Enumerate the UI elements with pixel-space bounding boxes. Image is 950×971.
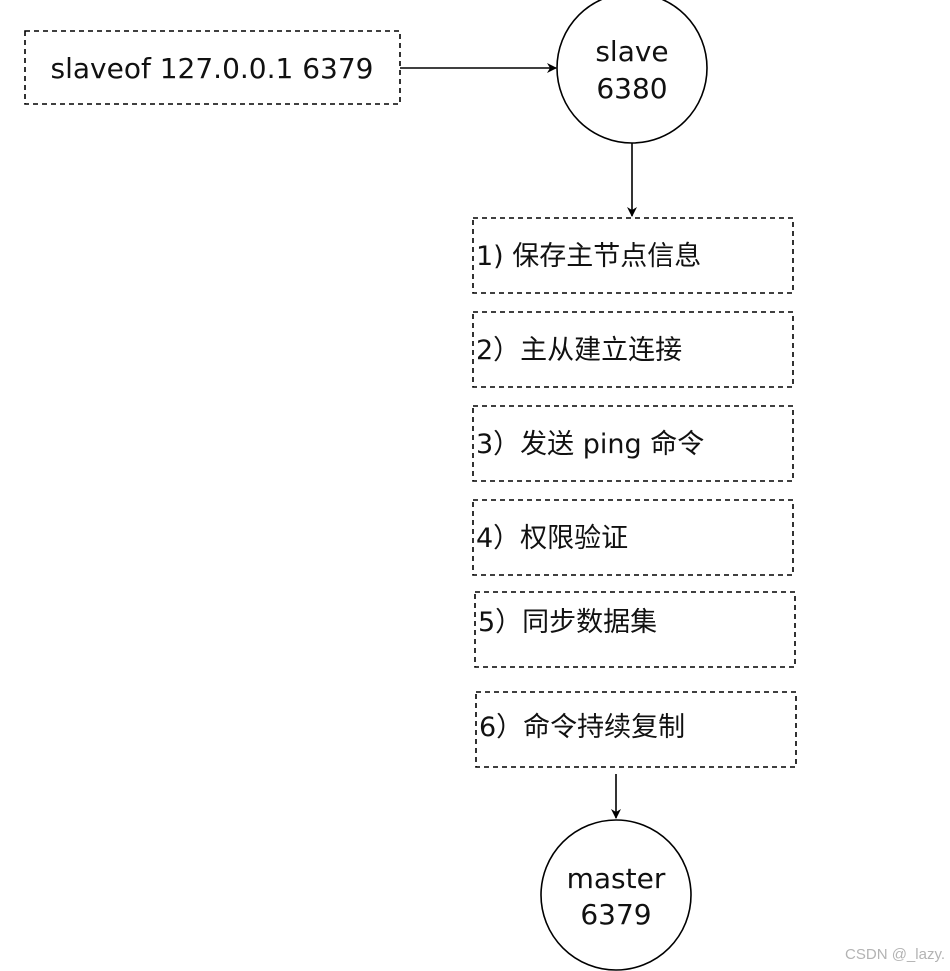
command-label: slaveof 127.0.0.1 6379 [51,52,374,85]
step-label: 6）命令持续复制 [479,712,685,743]
step-box: 4）权限验证 [472,499,794,576]
step-box: 6）命令持续复制 [475,691,797,768]
step-box: 2）主从建立连接 [472,311,794,388]
step-label: 3）发送 ping 命令 [476,429,704,460]
command-box: slaveof 127.0.0.1 6379 [24,30,401,105]
slave-node-label-line1: slave [595,35,668,68]
master-node-label-line1: master [567,862,666,895]
master-node-label-line2: 6379 [580,898,651,931]
step-box: 3）发送 ping 命令 [472,405,794,482]
step-box: 5）同步数据集 [474,591,796,668]
step-label: 1) 保存主节点信息 [476,241,701,272]
slave-node: slave 6380 [556,0,708,144]
slave-node-label-line2: 6380 [596,72,667,105]
step-label: 2）主从建立连接 [476,335,682,366]
step-label: 5）同步数据集 [478,607,657,638]
step-box: 1) 保存主节点信息 [472,217,794,294]
step-label: 4）权限验证 [476,523,628,554]
master-node: master 6379 [540,819,692,971]
watermark: CSDN @_lazy. [845,946,945,963]
